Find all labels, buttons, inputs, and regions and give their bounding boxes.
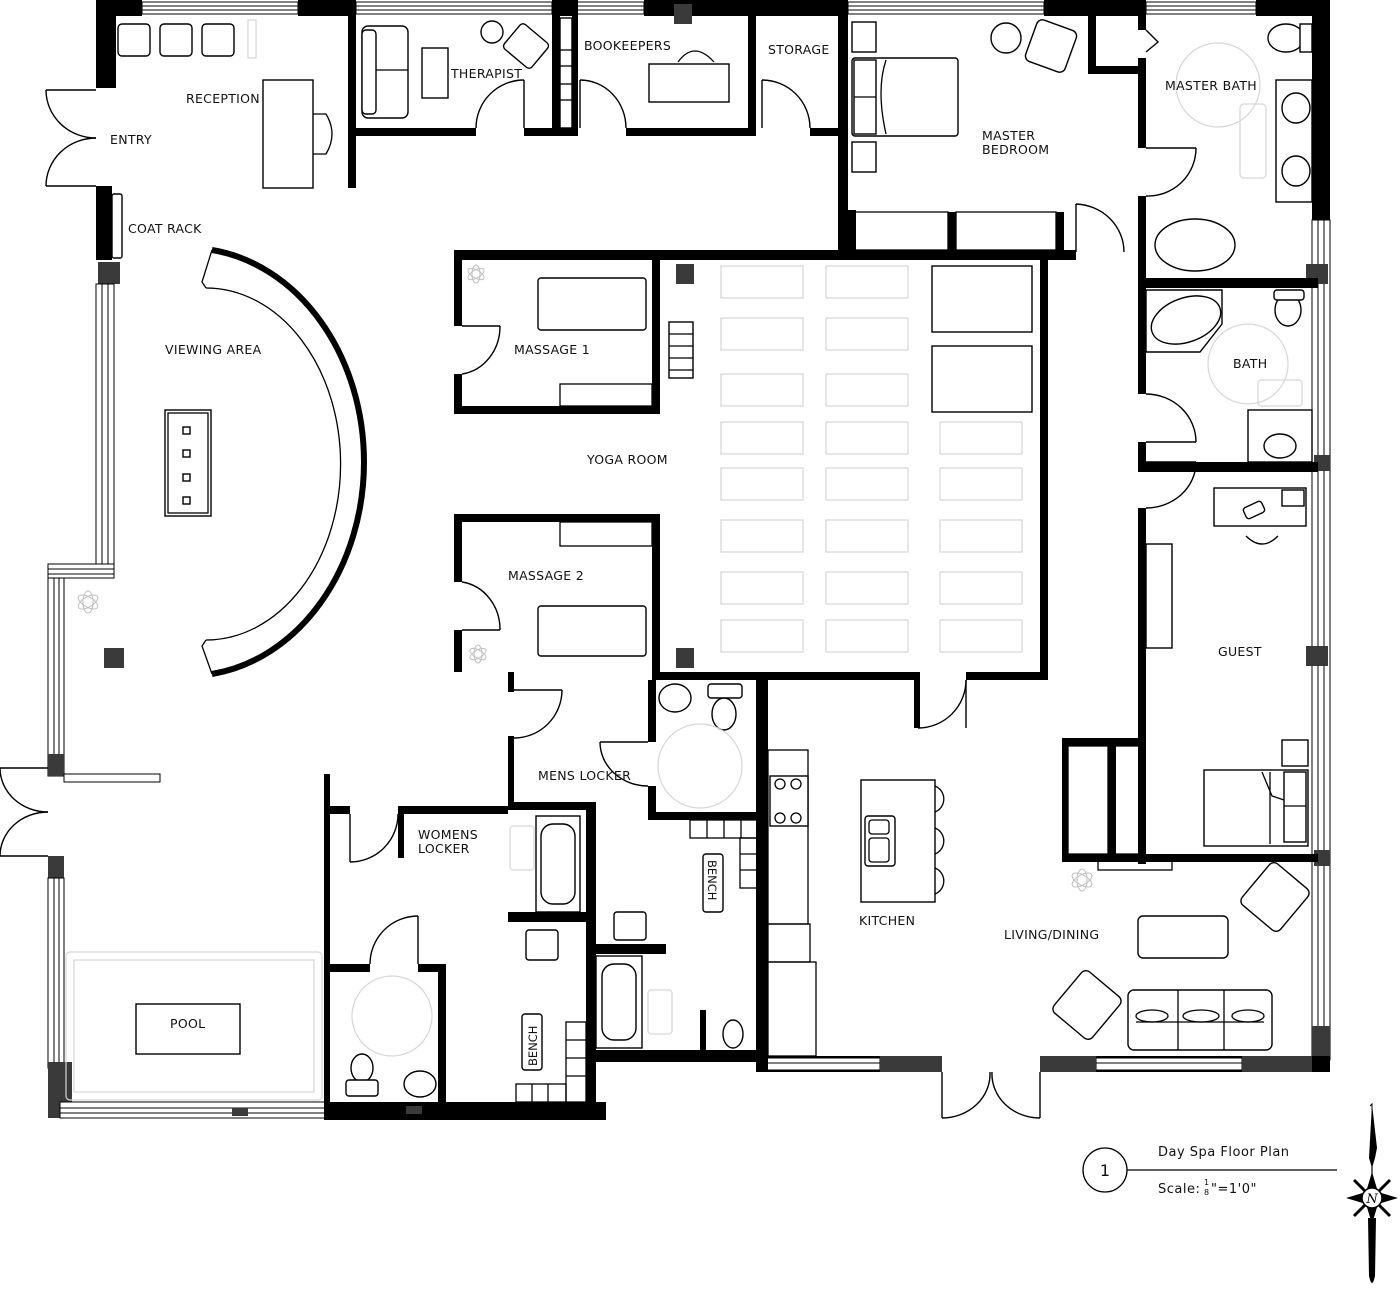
plant-icon — [467, 264, 485, 284]
scale-value: "=1'0" — [1211, 1182, 1257, 1197]
yoga-mat — [720, 317, 804, 351]
room-label-womens-locker-1: WOMENS — [418, 827, 478, 842]
room-label-coat-rack: COAT RACK — [128, 221, 202, 236]
yoga-mat — [720, 619, 804, 653]
scale-numerator: 1 — [1204, 1178, 1209, 1187]
room-label-mens-locker: MENS LOCKER — [538, 768, 631, 783]
doors — [0, 29, 1197, 1119]
scale-label: Scale: — [1158, 1182, 1200, 1197]
bench-label-womens: BENCH — [526, 1026, 540, 1066]
yoga-mat — [825, 421, 909, 455]
title-block: 1 Day Spa Floor Plan Scale: 1 8 "=1'0" — [1082, 1145, 1337, 1197]
yoga-mat — [720, 467, 804, 501]
yoga-mat — [939, 619, 1023, 653]
room-label-kitchen: KITCHEN — [859, 913, 915, 928]
yoga-mat — [720, 571, 804, 605]
plant-icon — [469, 644, 487, 664]
room-label-reception: RECEPTION — [186, 91, 260, 106]
yoga-mat — [939, 421, 1023, 455]
yoga-mat — [720, 373, 804, 407]
yoga-mat — [825, 619, 909, 653]
exterior-walls — [47, 0, 1331, 1120]
room-label-master-bedroom-2: BEDROOM — [982, 142, 1049, 157]
room-label-living-dining: LIVING/DINING — [1004, 927, 1099, 942]
yoga-mat — [939, 467, 1023, 501]
room-label-yoga-room: YOGA ROOM — [586, 452, 668, 467]
locker-fixtures — [345, 683, 759, 1103]
yoga-mat — [720, 421, 804, 455]
scale-denominator: 8 — [1204, 1188, 1209, 1197]
room-label-bookkeepers: BOOKEEPERS — [584, 38, 671, 53]
room-label-master-bath: MASTER BATH — [1165, 78, 1257, 93]
plant-icon — [1071, 868, 1093, 892]
yoga-mat — [825, 571, 909, 605]
yoga-mat — [825, 519, 909, 553]
room-label-womens-locker-2: LOCKER — [418, 841, 470, 856]
yoga-mat — [825, 317, 909, 351]
room-label-pool: POOL — [170, 1016, 205, 1031]
interior-walls — [324, 0, 1318, 1106]
yoga-mat — [825, 467, 909, 501]
yoga-mat — [825, 265, 909, 299]
room-label-master-bedroom-1: MASTER — [982, 128, 1035, 143]
room-label-massage-1: MASSAGE 1 — [514, 342, 590, 357]
room-label-therapist: THERAPIST — [450, 66, 522, 81]
north-arrow-icon: N — [1346, 1102, 1398, 1283]
plants — [77, 264, 1093, 892]
yoga-mat — [720, 265, 804, 299]
kitchen-living — [767, 749, 1310, 1057]
pool — [65, 951, 323, 1101]
yoga-mat — [939, 519, 1023, 553]
room-label-guest: GUEST — [1218, 644, 1262, 659]
room-label-massage-2: MASSAGE 2 — [508, 568, 584, 583]
room-labels: ENTRY RECEPTION COAT RACK VIEWING AREA T… — [110, 38, 1267, 1066]
furniture — [111, 17, 1313, 855]
columns — [104, 4, 694, 668]
room-label-storage: STORAGE — [768, 42, 830, 57]
drawing-number: 1 — [1100, 1161, 1110, 1180]
yoga-mat — [825, 373, 909, 407]
north-label: N — [1365, 1192, 1378, 1207]
plant-icon — [77, 590, 99, 614]
plan-title: Day Spa Floor Plan — [1158, 1145, 1290, 1160]
yoga-mat — [720, 519, 804, 553]
yoga-mat — [939, 571, 1023, 605]
room-label-bath: BATH — [1233, 356, 1267, 371]
bench-label-mens: BENCH — [705, 860, 719, 900]
room-label-entry: ENTRY — [110, 132, 152, 147]
yoga-mats — [720, 265, 1023, 653]
room-label-viewing-area: VIEWING AREA — [165, 342, 262, 357]
